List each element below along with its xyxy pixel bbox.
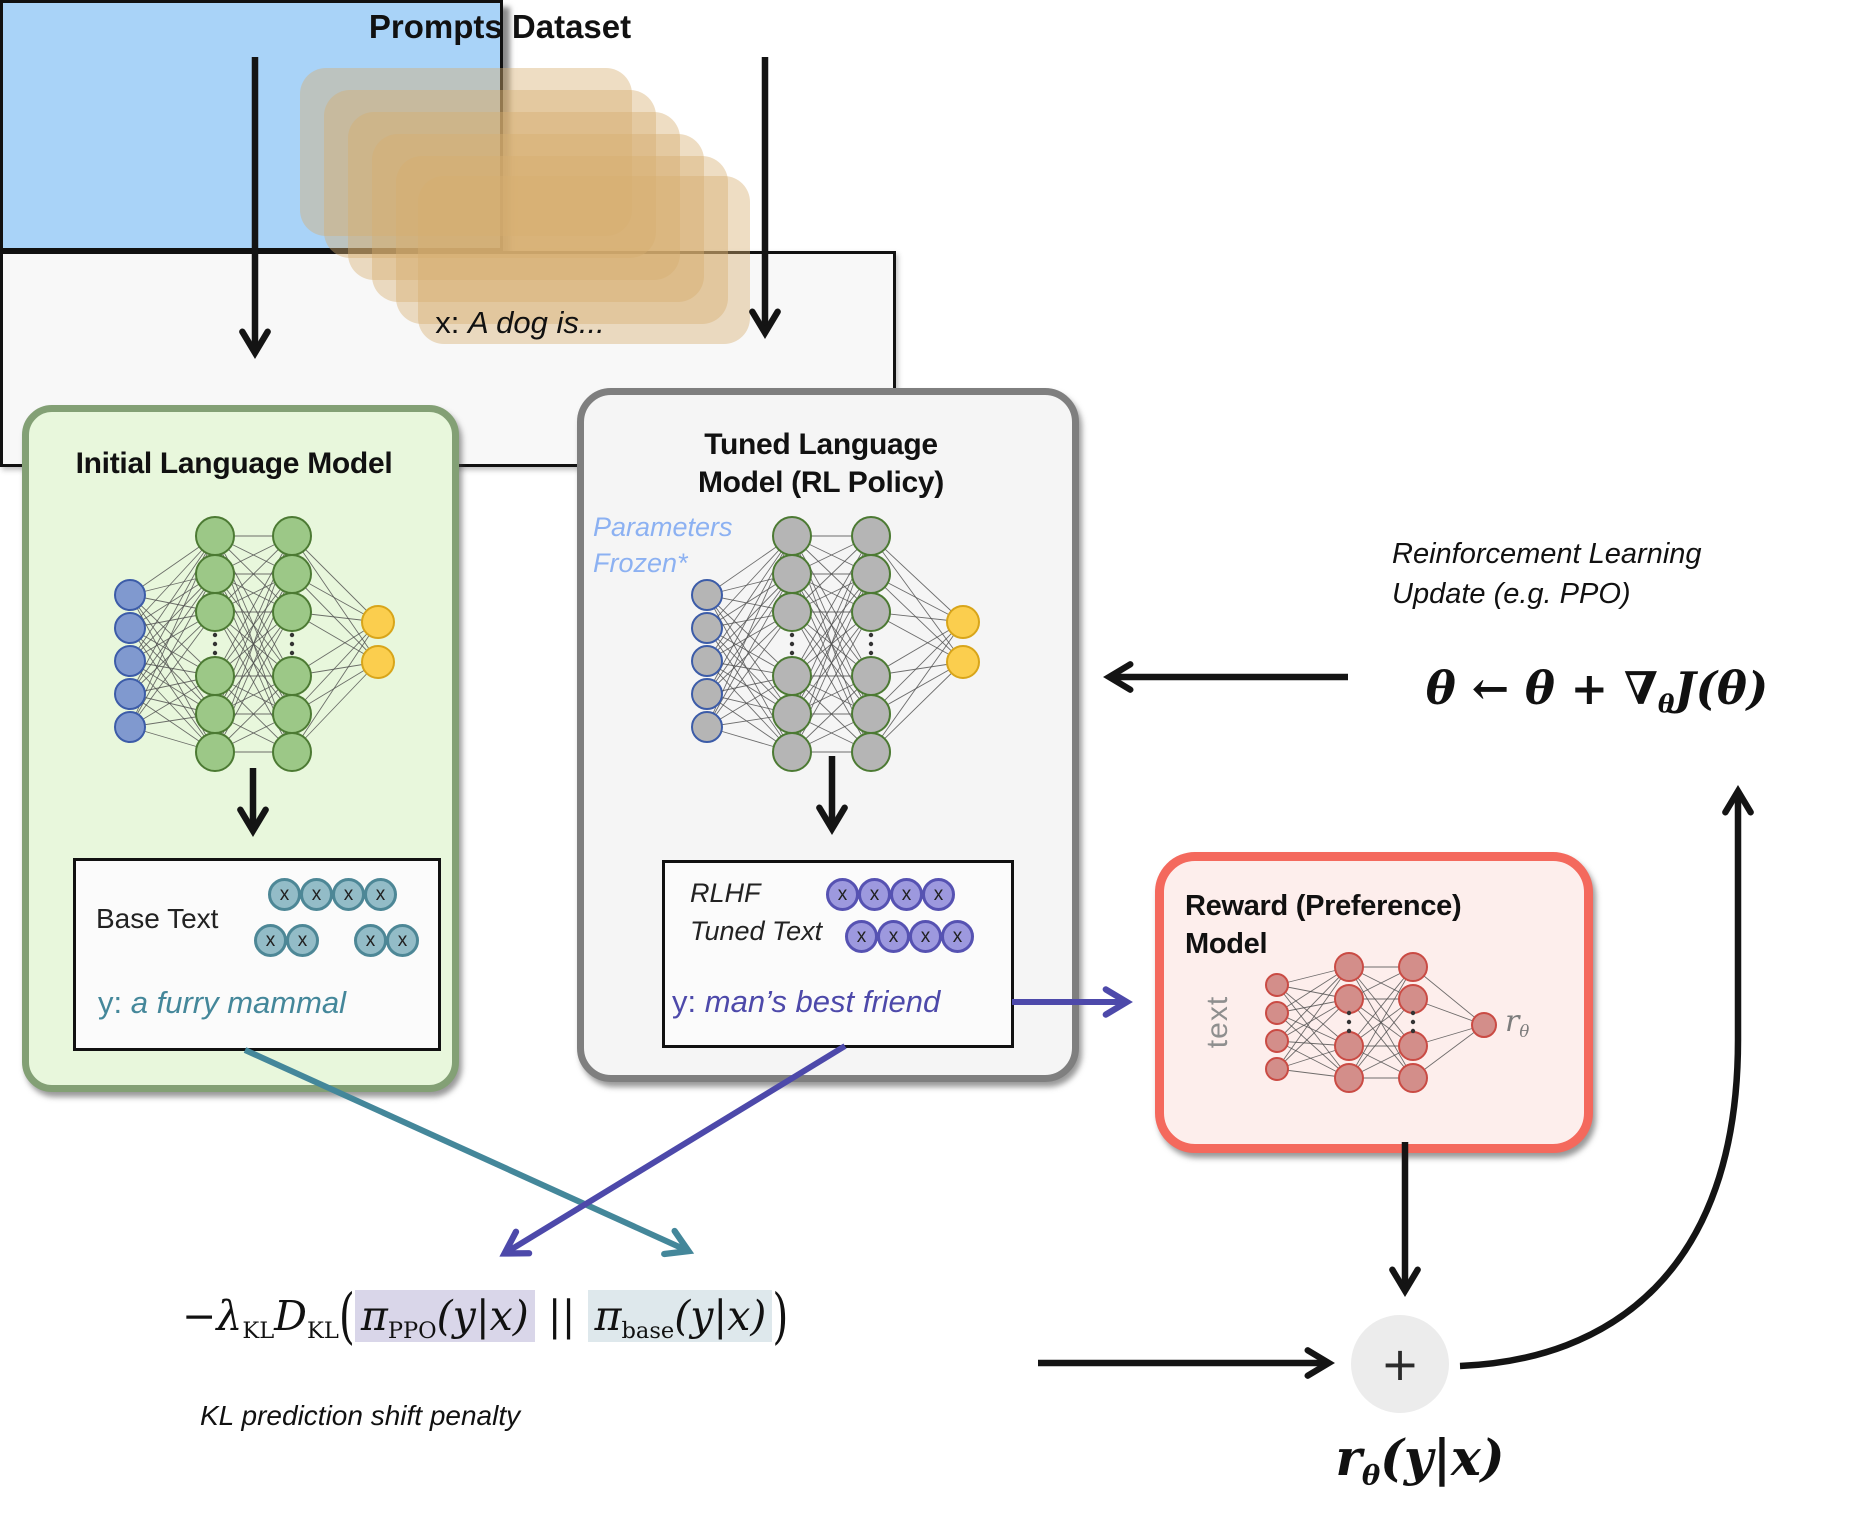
rl-update-formula: θ ← θ + ∇θJ(θ) [1352,662,1842,719]
theta-subscript: θ [1519,1021,1530,1041]
formula-part: || [547,1292,576,1340]
kl-penalty-formula: −λKLDKL(πPPO(y|x) || πbase(y|x)) [182,1281,788,1351]
token-chip: x [877,920,910,953]
token-chip: x [845,920,878,953]
y-text: man’s best friend [704,984,941,1019]
token-chip: x [858,878,891,911]
kl-penalty-caption: KL prediction shift penalty [200,1400,521,1431]
prompt-example-prefix: x: [435,305,460,340]
formula-part: ( [338,1281,355,1351]
rl-update-title-line1: Reinforcement Learning [1392,538,1702,570]
token-chip: x [826,878,859,911]
prompt-card [372,134,704,302]
prompt-card [418,176,750,344]
prompt-card [324,90,656,258]
formula-part: −λ [182,1292,243,1340]
y-prefix: y: [672,984,697,1019]
formula-part: (y|x) [1380,1428,1505,1487]
prompt-card [300,68,632,236]
rl-update-title-line2: Update (e.g. PPO) [1392,578,1631,610]
pi-base-term: πbase(y|x) [588,1290,773,1344]
token-chip: x [268,878,301,911]
sum-node: + [1351,1315,1449,1413]
formula-part: r [1335,1428,1362,1487]
prompt-example-text: A dog is... [468,305,605,340]
rlhf-label-line1: RLHF [690,878,761,908]
y-prefix: y: [98,985,123,1020]
initial-model-title: Initial Language Model [75,447,393,480]
token-chip: x [300,878,333,911]
formula-part: θ [1524,662,1555,715]
formula-part: ) [772,1281,789,1351]
formula-part: (y|x) [674,1292,767,1340]
formula-part: KL [242,1317,275,1344]
token-chip: x [941,920,974,953]
rlhf-label-line2: Tuned Text [690,916,823,946]
token-chip: x [890,878,923,911]
formula-part: base [621,1317,675,1344]
reward-output-label: rθ [1505,1004,1529,1041]
prompt-card [396,156,728,324]
parameters-frozen-note-line1: Parameters [593,512,733,542]
y-text: a furry mammal [130,985,347,1020]
formula-part: π [594,1292,622,1340]
token-chip: x [354,924,387,957]
token-chip: x [364,878,397,911]
reward-output-formula: rθ(y|x) [1285,1428,1555,1492]
base-text-label: Base Text [96,903,219,934]
r-symbol: r [1505,1004,1520,1039]
formula-part: ∇ [1623,662,1658,715]
formula-part: J(θ) [1674,662,1769,715]
formula-part: ← [1471,662,1510,715]
plus-symbol: + [1380,1337,1420,1391]
prompt-card [348,112,680,280]
parameters-frozen-note-line2: Frozen* [593,548,688,578]
formula-part: θ [1425,662,1456,715]
formula-part: π [360,1292,388,1340]
token-chip: x [254,924,287,957]
token-chip: x [286,924,319,957]
formula-part: D [274,1292,308,1340]
prompt-example: x: A dog is... [320,305,720,341]
formula-part: θ [1361,1459,1381,1492]
pi-ppo-term: πPPO(y|x) [354,1290,535,1344]
token-chip: x [922,878,955,911]
reward-input-label: text [1201,995,1234,1049]
token-chip: x [386,924,419,957]
formula-part: PPO [387,1317,437,1344]
formula-part: + [1570,662,1609,715]
formula-part: θ [1657,689,1675,719]
rl-update-box [0,0,503,251]
prompts-dataset-title: Prompts Dataset [368,8,632,45]
reward-model-title-line1: Reward (Preference) [1185,890,1462,922]
token-chip: x [909,920,942,953]
reward-model-title-line2: Model [1185,928,1268,960]
tuned-output-sample: y: man’s best friend [672,984,940,1020]
tuned-model-title-line2: Model (RL Policy) [697,466,945,499]
formula-part: KL [307,1317,339,1344]
formula-part: (y|x) [436,1292,529,1340]
tuned-model-title-line1: Tuned Language [704,428,938,461]
token-chip: x [332,878,365,911]
base-output-sample: y: a furry mammal [98,985,346,1021]
